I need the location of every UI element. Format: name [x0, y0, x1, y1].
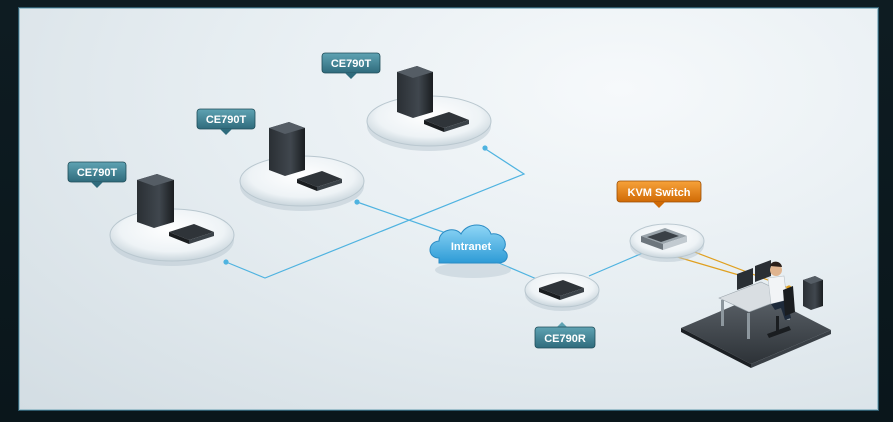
link-kvm-desk [673, 255, 750, 279]
receiver-node[interactable] [524, 272, 600, 311]
monitor-icon [737, 268, 753, 290]
cloud-label: Intranet [451, 241, 492, 253]
link-cloud-receiver [498, 262, 540, 281]
intranet-cloud[interactable]: Intranet [429, 224, 511, 278]
tag-computer-1: CE790T [67, 161, 127, 188]
computer-node-3[interactable] [366, 66, 492, 151]
workstation[interactable] [681, 260, 831, 368]
chair-icon [783, 286, 795, 316]
link-dot [223, 259, 229, 265]
tag-label: CE790T [331, 58, 372, 70]
link-dot [354, 199, 360, 205]
extender-box-icon [169, 224, 214, 240]
kvm-switch-node[interactable] [629, 223, 705, 262]
server-tower-icon [269, 122, 305, 176]
cloud-icon [429, 224, 508, 264]
link-dot [482, 145, 488, 151]
computer-node-1[interactable] [109, 174, 235, 266]
server-tower-icon [397, 66, 433, 118]
link-computer-1 [225, 147, 526, 279]
tag-receiver: CE790R [534, 322, 596, 349]
tag-kvm-switch: KVM Switch [616, 180, 702, 208]
network-diagram: CE790T CE790T [67, 52, 831, 368]
tag-label: KVM Switch [628, 187, 691, 199]
tag-computer-2: CE790T [196, 108, 256, 135]
tag-label: CE790T [77, 167, 118, 179]
tag-computer-3: CE790T [321, 52, 381, 79]
extender-box-icon [297, 171, 342, 187]
operator-head-icon [770, 264, 782, 276]
receiver-box-icon [539, 280, 584, 296]
computer-node-2[interactable] [239, 122, 365, 211]
computer-tower-icon [803, 276, 823, 310]
tag-label: CE790R [544, 333, 586, 345]
extender-box-icon [424, 112, 469, 128]
tag-label: CE790T [206, 114, 247, 126]
diagram-panel: CE790T CE790T [18, 7, 879, 411]
server-tower-icon [137, 174, 174, 228]
monitor-icon [755, 260, 771, 282]
